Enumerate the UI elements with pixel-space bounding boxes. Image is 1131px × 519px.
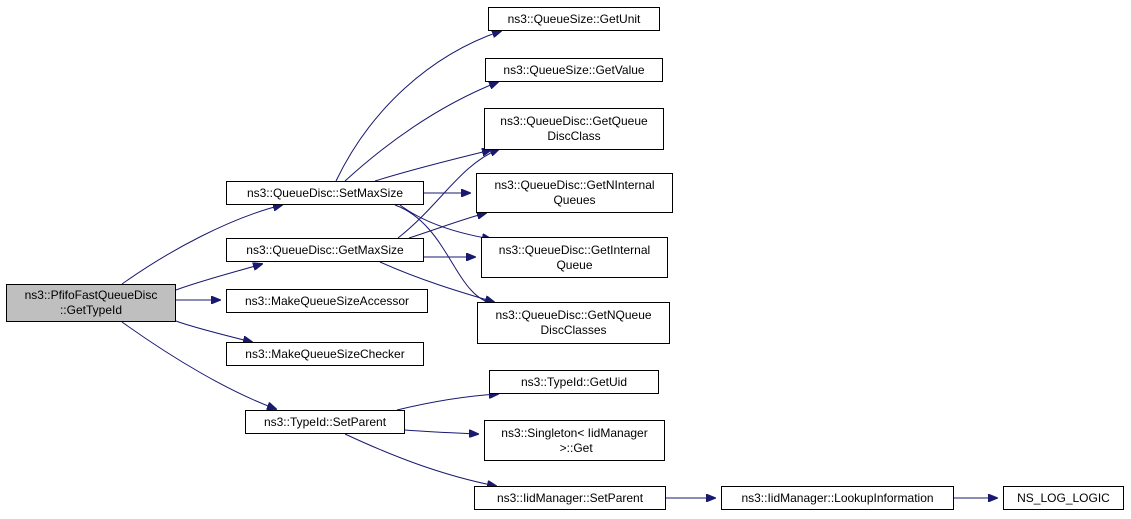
edge-getmaxsize-to-getninternalqueues [408,213,486,239]
edge-typeid-setparent-to-getuid [396,394,498,411]
edge-root-to-getmaxsize [175,264,262,291]
node-getunit[interactable]: ns3::QueueSize::GetUnit [488,7,660,31]
node-getmaxsize[interactable]: ns3::QueueDisc::GetMaxSize [226,238,424,262]
node-ns-log-logic[interactable]: NS_LOG_LOGIC [1003,486,1124,510]
edge-root-to-setmaxsize [121,205,282,285]
node-getvalue[interactable]: ns3::QueueSize::GetValue [485,58,663,82]
node-root: ns3::PfifoFastQueueDisc ::GetTypeId [6,284,176,322]
node-getninternalqueues[interactable]: ns3::QueueDisc::GetNInternal Queues [476,173,673,213]
edge-root-to-makechecker [175,320,252,342]
edge-typeid-setparent-to-iid-setparent [344,433,496,486]
node-makeaccessor[interactable]: ns3::MakeQueueSizeAccessor [226,289,428,313]
node-typeid-setparent[interactable]: ns3::TypeId::SetParent [245,410,405,434]
node-setmaxsize[interactable]: ns3::QueueDisc::SetMaxSize [226,181,424,205]
edge-setmaxsize-to-getqueuediscclass [374,150,491,182]
node-getqueuediscclass[interactable]: ns3::QueueDisc::GetQueue DiscClass [484,108,664,150]
edge-setmaxsize-to-getnqueuediscclasses [394,204,496,304]
edge-typeid-setparent-to-singleton-get [404,429,478,434]
edge-setmaxsize-to-getinternalqueue [399,204,491,239]
node-getuid[interactable]: ns3::TypeId::GetUid [489,370,659,394]
node-lookupinformation[interactable]: ns3::IidManager::LookupInformation [721,486,954,510]
node-singleton-get[interactable]: ns3::Singleton< IidManager >::Get [484,420,665,461]
edge-root-to-typeid-setparent [121,321,276,409]
edge-setmaxsize-to-getvalue [344,82,498,182]
node-makechecker[interactable]: ns3::MakeQueueSizeChecker [226,342,424,366]
edge-getmaxsize-to-getqueuediscclass [397,149,499,239]
edge-getmaxsize-to-getnqueuediscclasses [379,261,494,302]
node-iid-setparent[interactable]: ns3::IidManager::SetParent [474,486,666,510]
edge-setmaxsize-to-getunit [335,31,501,182]
node-getnqueuediscclasses[interactable]: ns3::QueueDisc::GetNQueue DiscClasses [477,302,670,344]
node-getinternalqueue[interactable]: ns3::QueueDisc::GetInternal Queue [481,237,668,278]
